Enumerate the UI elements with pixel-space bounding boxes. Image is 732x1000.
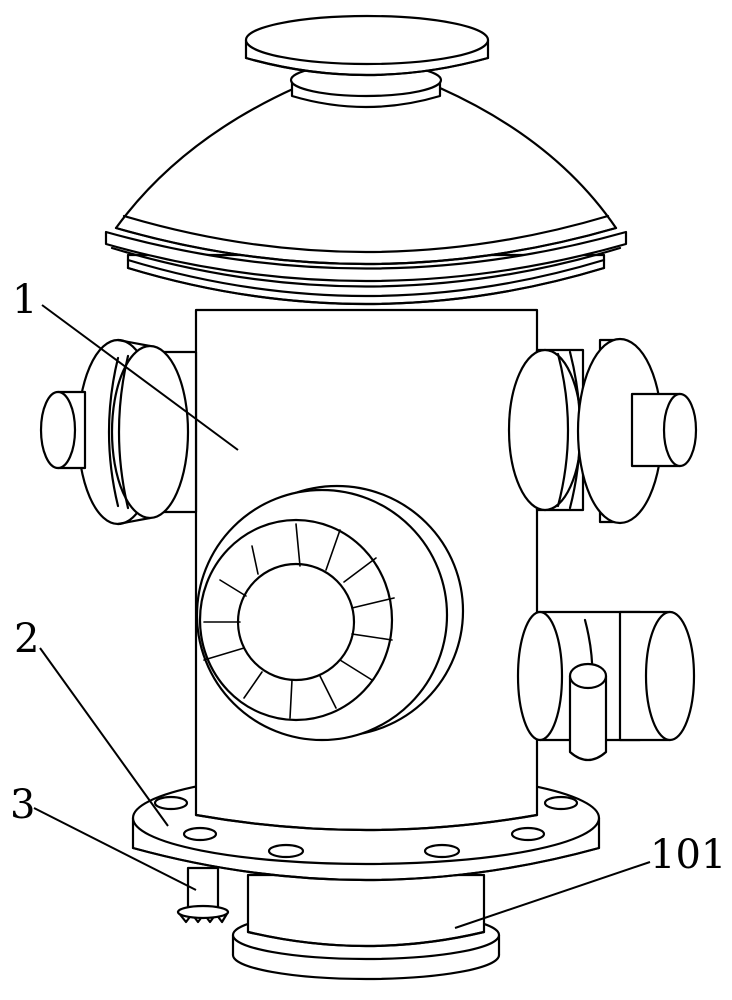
callout-101: 101	[650, 832, 726, 878]
right-lower-valve	[516, 610, 696, 762]
leader-3	[33, 807, 197, 891]
dome-cap	[114, 86, 618, 266]
callout-3: 3	[10, 782, 35, 828]
drain-valve	[176, 866, 230, 924]
callout-1: 1	[12, 277, 37, 323]
upper-collar	[104, 230, 628, 306]
left-nozzle	[39, 338, 198, 526]
front-valve-fins	[203, 523, 395, 719]
top-nut	[244, 14, 490, 109]
leader-2	[39, 647, 169, 827]
callout-2: 2	[14, 616, 39, 662]
bottom-pipe	[231, 873, 501, 981]
leader-1	[41, 304, 239, 451]
front-valve	[195, 484, 465, 742]
right-nozzle	[507, 337, 698, 525]
leader-101	[454, 861, 651, 929]
leader-lines	[33, 304, 651, 929]
